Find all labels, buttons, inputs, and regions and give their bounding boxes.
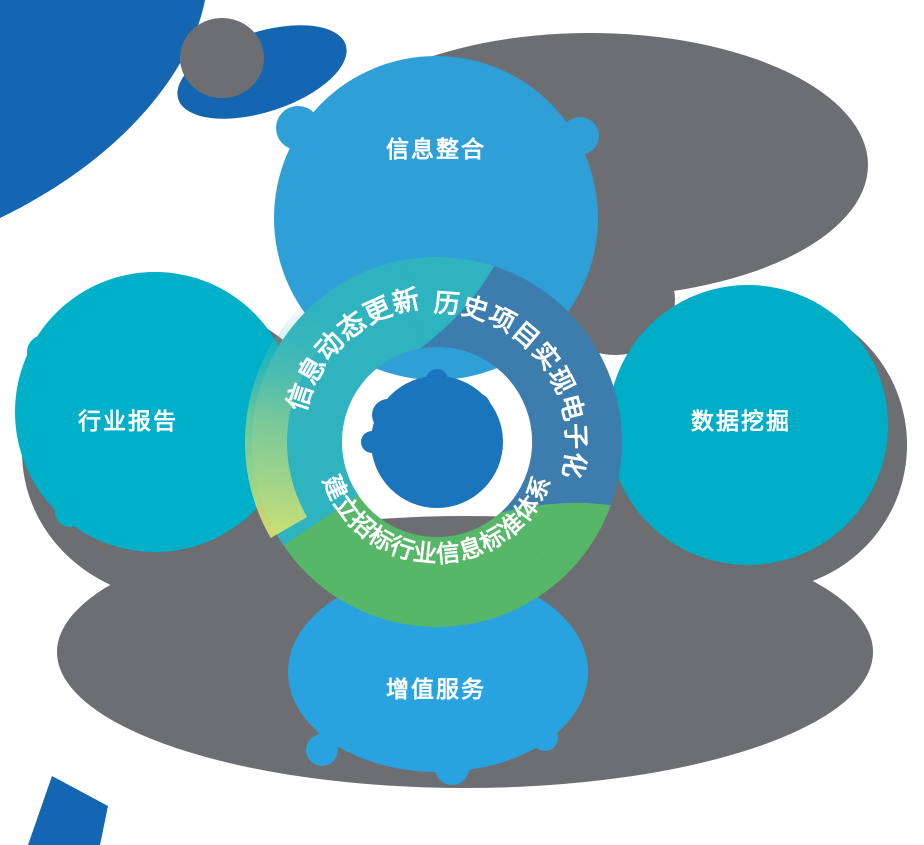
petal-edge-blob [306, 734, 338, 766]
petal-bottom-label: 增值服务 [386, 676, 486, 703]
petal-right [608, 285, 888, 565]
petal-edge-blob [435, 751, 469, 785]
center-blob [361, 369, 503, 508]
ring-segment-bottom [276, 489, 561, 628]
center-edge-blob [461, 393, 491, 423]
petal-edge-blob [55, 497, 85, 527]
petal-edge-blob [561, 117, 599, 155]
petal-right-label: 数据挖掘 [691, 408, 791, 435]
teal-segment-tail [404, 257, 495, 349]
petal-edge-blob [27, 335, 61, 369]
petal-edge-blob [833, 489, 859, 515]
petal-left-label: 行业报告 [77, 408, 178, 435]
petal-bottom-body [288, 572, 588, 772]
petal-bottom [288, 572, 588, 785]
center-edge-blob [426, 369, 448, 391]
corner-accent-bottom-left [28, 776, 108, 845]
center-edge-blob [372, 399, 404, 431]
petal-edge-blob [847, 357, 877, 387]
petal-left-body [15, 272, 295, 552]
center-edge-blob [361, 431, 383, 453]
petal-edge-blob [532, 725, 558, 751]
center-edge-blob [385, 461, 411, 487]
corner-gray-patch [180, 18, 264, 98]
petal-left [15, 272, 295, 552]
corner-accent-top-left [0, 0, 347, 218]
yellow-highlight-crescent [244, 306, 331, 538]
corner-wedge [0, 0, 205, 218]
petal-right-body [608, 285, 888, 565]
center-edge-blob [455, 459, 481, 485]
petal-edge-blob [276, 106, 320, 150]
green-segment-tail [500, 502, 611, 580]
petal-top-label: 信息整合 [386, 136, 486, 163]
